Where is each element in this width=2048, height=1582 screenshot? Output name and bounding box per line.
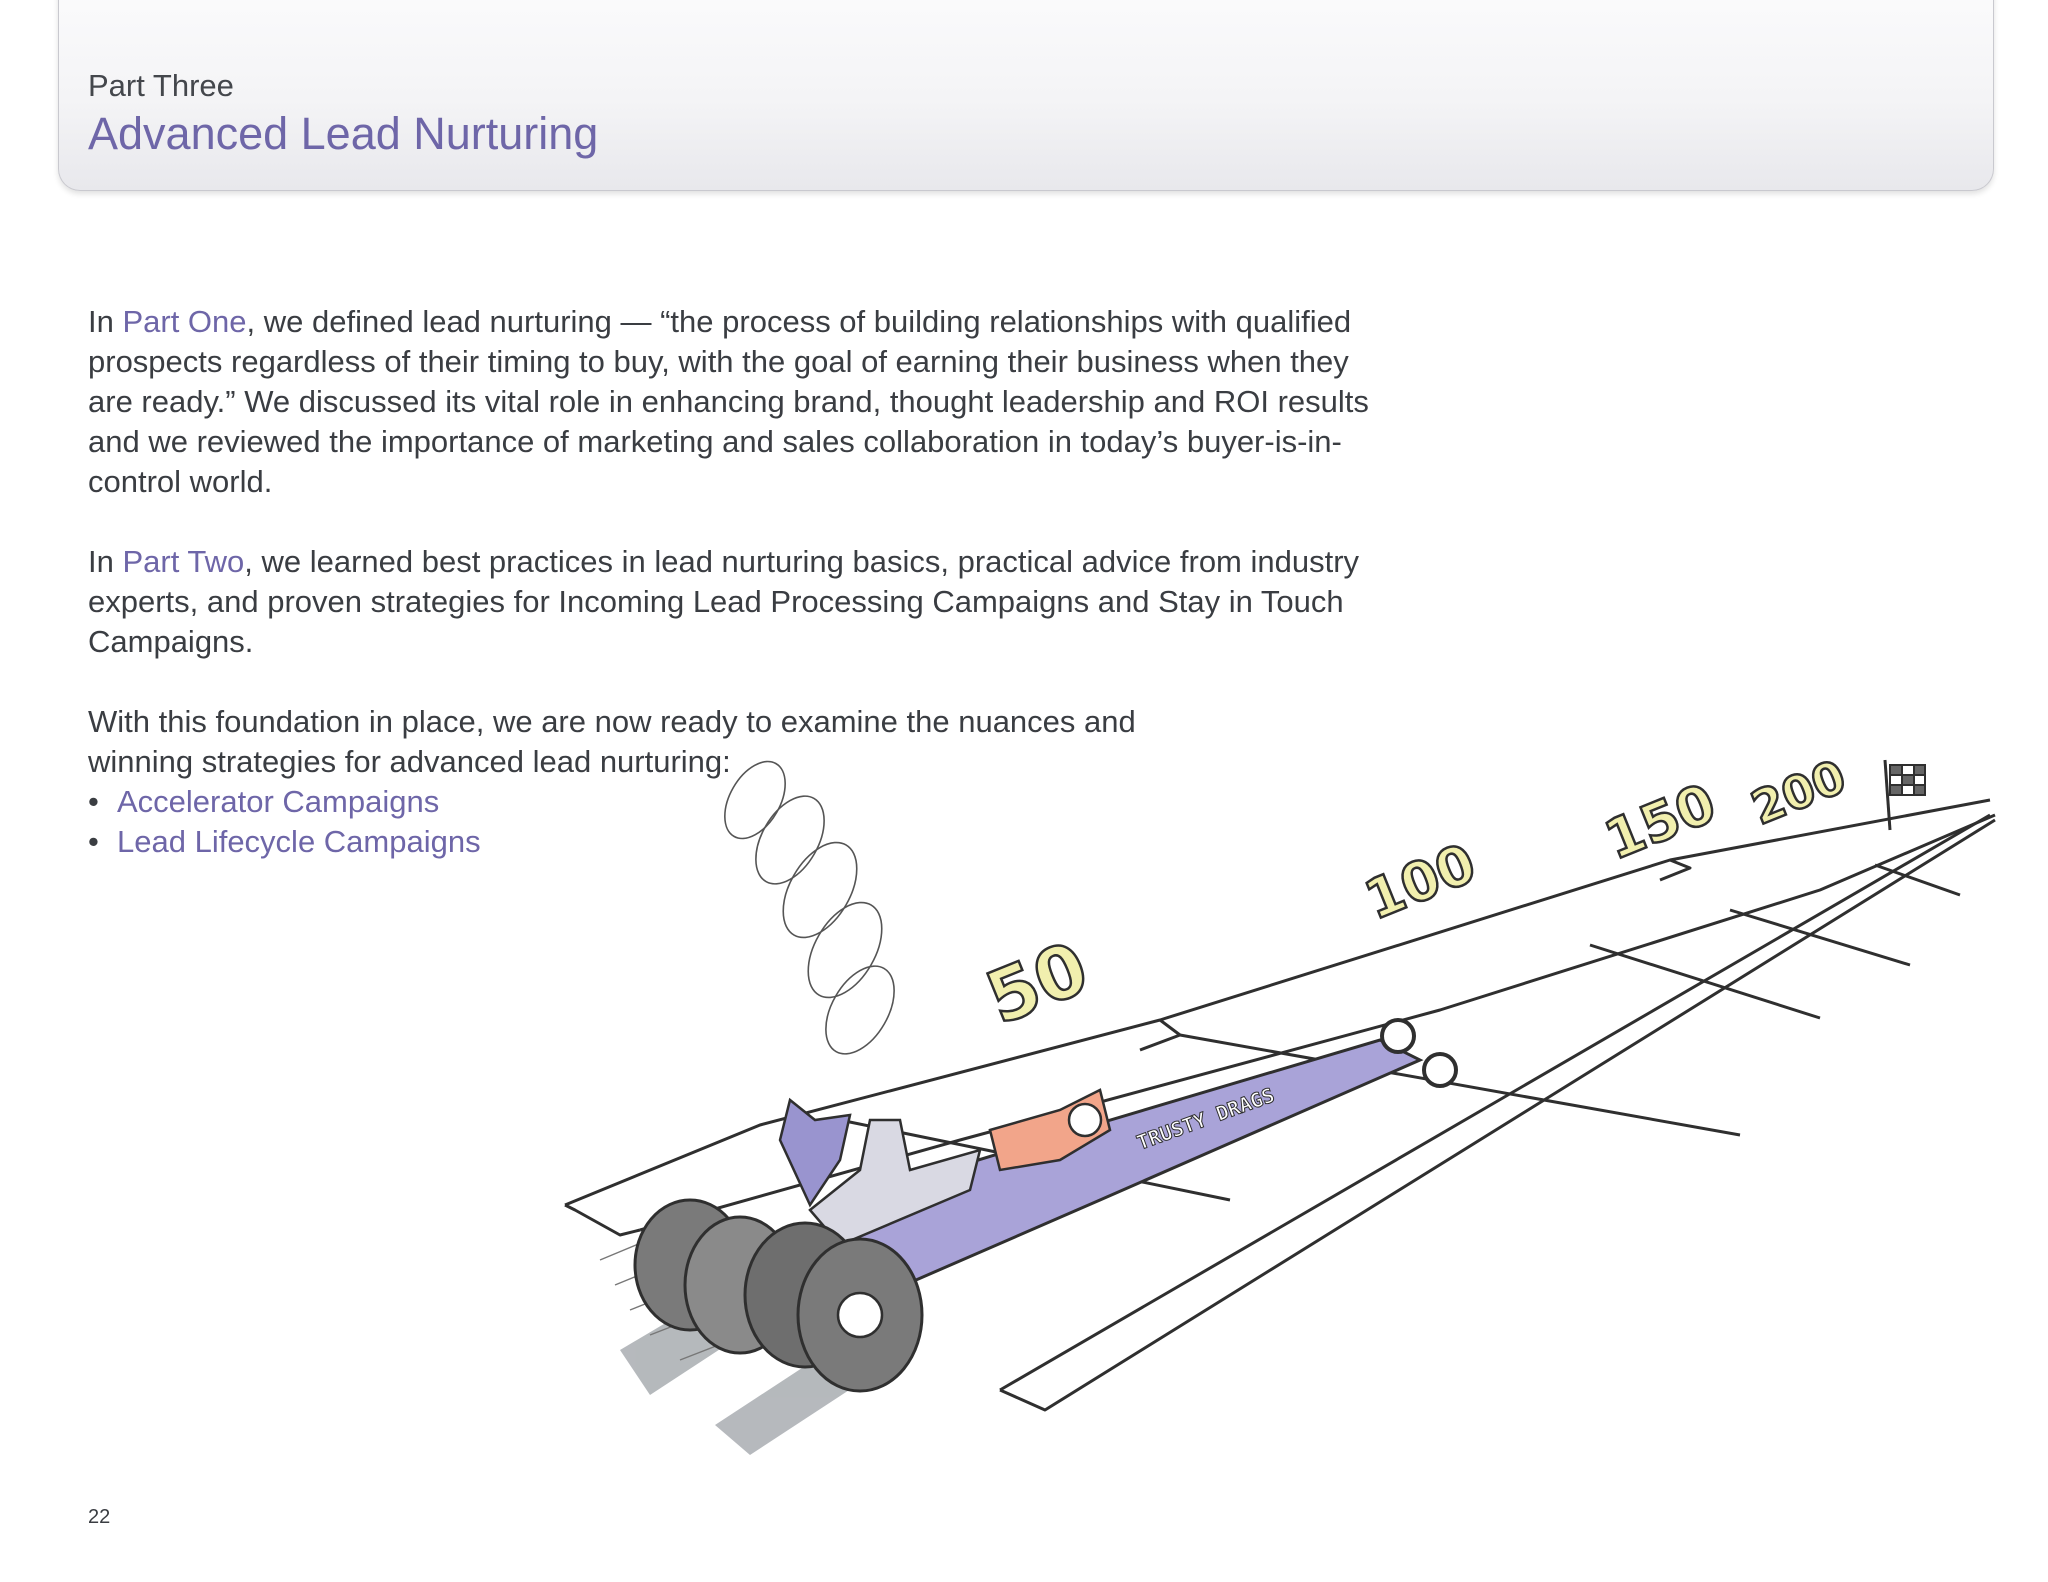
dragster-car: TRUSTY DRAGS	[633, 1018, 1458, 1393]
page-title: Advanced Lead Nurturing	[88, 108, 599, 159]
bullet-marker: •	[88, 824, 99, 859]
paragraph-part-one: In Part One, we defined lead nurturing —…	[88, 302, 1388, 502]
paragraph-text: , we defined lead nurturing — “the proce…	[88, 304, 1369, 499]
marker-200: 200	[1744, 749, 1853, 835]
paragraph-prefix: In	[88, 304, 123, 339]
marker-150: 150	[1596, 771, 1724, 872]
part-one-link[interactable]: Part One	[122, 304, 247, 339]
marker-50: 50	[975, 925, 1099, 1040]
bullet-marker: •	[88, 784, 99, 819]
smoke-swirl	[724, 760, 895, 1055]
paragraph-prefix: In	[88, 544, 123, 579]
list-item: • Lead Lifecycle Campaigns	[88, 822, 1388, 862]
marker-100: 100	[1356, 831, 1484, 932]
paragraph-foundation: With this foundation in place, we are no…	[88, 704, 1136, 779]
part-two-link[interactable]: Part Two	[122, 544, 245, 579]
lead-lifecycle-campaigns-link[interactable]: Lead Lifecycle Campaigns	[117, 824, 481, 859]
body-text: In Part One, we defined lead nurturing —…	[88, 302, 1388, 862]
part-label: Part Three	[88, 68, 234, 103]
list-item: • Accelerator Campaigns	[88, 782, 1388, 822]
drag-race-illustration: TRUSTY DRAGS 50 100 150 200	[564, 748, 1996, 1455]
paragraph-text: , we learned best practices in lead nurt…	[88, 544, 1360, 659]
accelerator-campaigns-link[interactable]: Accelerator Campaigns	[117, 784, 440, 819]
page-number: 22	[88, 1506, 111, 1528]
checkered-flag-icon	[1883, 759, 1926, 831]
header-banner	[58, 0, 1994, 191]
paragraph-part-two: In Part Two, we learned best practices i…	[88, 542, 1388, 662]
bullet-list: • Accelerator Campaigns • Lead Lifecycle C…	[88, 782, 1388, 862]
